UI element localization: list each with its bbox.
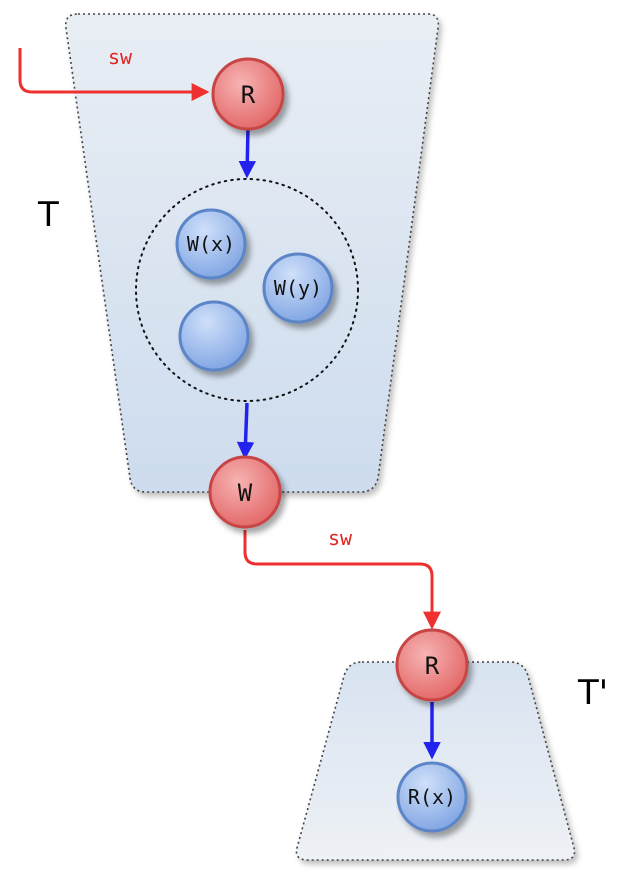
- sw-edge-incoming: [18, 48, 210, 101]
- transaction-t-label: T: [37, 195, 59, 235]
- sw-label-top: sw: [108, 45, 133, 69]
- transaction-t-container: [64, 13, 440, 493]
- po-edge-read-to-group: [238, 127, 257, 179]
- node-read-bottom-label: R: [425, 652, 440, 680]
- node-write-out-label: W: [238, 479, 253, 507]
- node-read-x-label: R(x): [408, 785, 456, 809]
- node-write-x: W(x): [175, 208, 247, 280]
- sw-edge-middle: [243, 530, 441, 630]
- transaction-t-prime-container: [295, 661, 576, 861]
- po-edge-group-to-write: [236, 402, 255, 460]
- node-read-bottom: R: [395, 628, 469, 702]
- node-write-out: W: [208, 455, 282, 529]
- node-write-y-label: W(y): [274, 276, 322, 300]
- node-write-y: W(y): [262, 252, 334, 324]
- node-read-top-label: R: [241, 81, 256, 109]
- node-read-top: R: [211, 57, 285, 131]
- sw-label-middle: sw: [328, 526, 353, 550]
- write-group-circle: [135, 178, 359, 402]
- node-unlabeled: [178, 300, 250, 372]
- node-write-x-label: W(x): [187, 232, 235, 256]
- transaction-t-prime-label: T': [577, 673, 608, 713]
- node-read-x: R(x): [396, 761, 468, 833]
